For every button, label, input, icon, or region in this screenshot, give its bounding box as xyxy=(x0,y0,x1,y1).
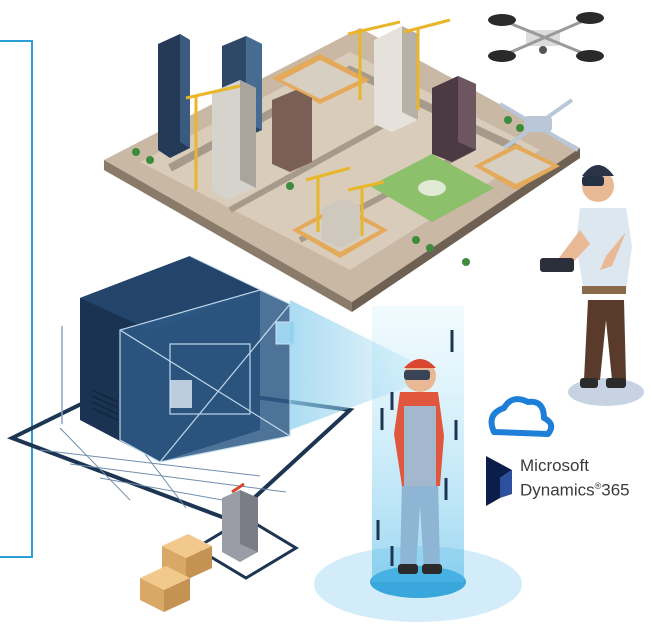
brand-line-2: Dynamics®365 xyxy=(520,476,630,501)
cloud-icon xyxy=(488,396,555,437)
drone-icon xyxy=(488,12,604,62)
brand-registered-mark: ® xyxy=(594,481,602,491)
pallet-station xyxy=(193,482,299,580)
frame-bottom-line xyxy=(0,556,33,558)
dynamics-logo-icon xyxy=(486,456,512,506)
brand-product-name: Dynamics xyxy=(520,480,595,500)
projection-beam xyxy=(290,300,410,430)
cnc-machine xyxy=(6,255,355,523)
brand-version: 365 xyxy=(601,480,630,500)
brand-line-1: Microsoft xyxy=(520,456,589,475)
cardboard-boxes xyxy=(140,534,212,612)
microsoft-dynamics-brand: Microsoft Dynamics®365 xyxy=(486,456,630,506)
drone-pilot xyxy=(540,165,644,406)
holographic-technician xyxy=(314,306,522,622)
frame-top-line xyxy=(0,40,33,42)
frame-vertical-line xyxy=(31,40,33,558)
drone-shadow xyxy=(498,98,580,152)
city-block xyxy=(104,18,580,312)
